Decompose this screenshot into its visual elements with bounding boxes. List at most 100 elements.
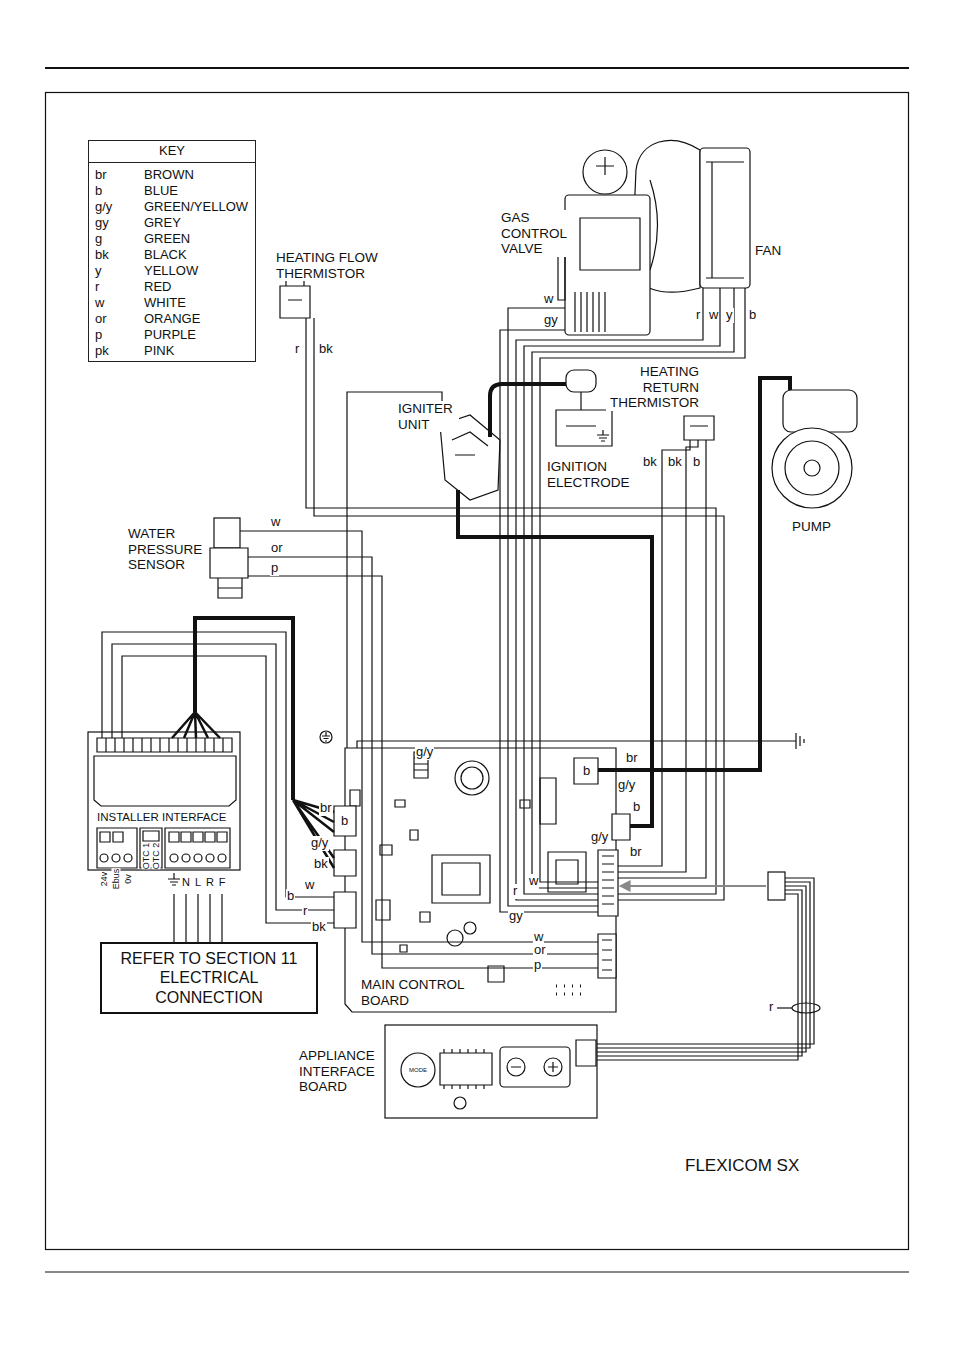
display-panel — [500, 1047, 570, 1087]
fan-detail — [650, 162, 744, 278]
wire-colour-label: r — [512, 884, 518, 899]
legend-cell: w — [94, 296, 105, 311]
pump-body — [772, 428, 852, 508]
terminal-screw — [206, 854, 214, 862]
part-label: GAS CONTROL VALVE — [500, 210, 574, 257]
wire-colour-label: b — [748, 308, 757, 323]
wire-colour-label: b — [286, 889, 295, 904]
part-label: MAIN CONTROL BOARD — [360, 977, 472, 1008]
plug-in-arrowhead — [620, 881, 630, 891]
board-capacitor — [464, 922, 476, 934]
pump-head — [783, 390, 857, 432]
wire-colour-label: bk — [311, 920, 327, 935]
terminal-screw — [218, 854, 226, 862]
interface-thin-wires — [102, 632, 334, 923]
legend-cell: or — [94, 312, 108, 327]
wire-colour-label: or — [270, 541, 284, 556]
part-label: PUMP — [791, 519, 832, 535]
ribbon-connector — [768, 872, 785, 900]
part-label: APPLIANCE INTERFACE BOARD — [298, 1048, 384, 1095]
wire-colour-label: w — [304, 878, 315, 893]
board-capacitor — [461, 767, 483, 789]
wire-colour-label: gy — [508, 909, 524, 924]
plug-in-arrow — [628, 885, 766, 887]
wire — [173, 894, 174, 942]
main-board-outline — [345, 748, 616, 1012]
reset-button — [454, 1097, 466, 1109]
mode-button — [401, 1053, 435, 1087]
wire-colour-label: b — [632, 800, 641, 815]
pump-detail — [804, 460, 820, 476]
legend-cell: r — [94, 280, 100, 295]
wire-colour-label: bk — [667, 455, 683, 470]
terminal-screw — [124, 854, 132, 862]
wire-colour-label: r — [294, 342, 300, 357]
part-label: HEATING RETURN THERMISTOR — [606, 364, 700, 411]
legend-cell: g — [94, 232, 103, 247]
wire-colour-label: br — [625, 751, 639, 766]
interface-mains-cores — [172, 712, 334, 868]
wire-colour-label: g/y — [415, 745, 434, 760]
terminal-label: F — [219, 877, 226, 888]
legend-cell: YELLOW — [143, 264, 199, 279]
board-capacitor — [447, 930, 463, 946]
model-name: FLEXICOM SX — [684, 1156, 800, 1176]
wire-colour-label: y — [725, 308, 734, 323]
terminal-label: N — [182, 877, 190, 888]
legend-cell: br — [94, 168, 108, 183]
return-thermistor — [684, 416, 714, 440]
earth-symbol — [320, 731, 332, 743]
terminal-label: R — [206, 877, 214, 888]
wire — [185, 894, 186, 942]
ignition-electrode — [556, 392, 612, 446]
wire-colour-label: g/y — [590, 830, 609, 845]
part-label: WATER PRESSURE SENSOR — [127, 526, 209, 573]
wire-colour-label: br — [629, 845, 643, 860]
terminal-screw — [100, 854, 108, 862]
part-label: HEATING FLOW THERMISTOR — [275, 250, 389, 281]
terminal-screw — [182, 854, 190, 862]
interface-header-strip — [97, 738, 232, 752]
terminal-label: L — [195, 877, 201, 888]
legend-cell: BLUE — [143, 184, 179, 199]
wire-colour-label: gy — [543, 313, 559, 328]
fan-wires — [516, 288, 745, 900]
wire-colour-label: g/y — [617, 778, 636, 793]
button-label: MODE — [409, 1067, 427, 1073]
legend-cell: WHITE — [143, 296, 187, 311]
wire-colour-label: r — [768, 1000, 774, 1015]
box-heading: INSTALLER INTERFACE — [97, 811, 227, 824]
wire-colour-label: bk — [318, 342, 334, 357]
part-label: FAN — [754, 243, 782, 259]
legend-cell: GREY — [143, 216, 182, 231]
pump-cable — [598, 378, 790, 770]
wire-colour-label: b — [692, 455, 701, 470]
wire — [221, 894, 222, 942]
legend-cell: p — [94, 328, 103, 343]
board-capacitor — [455, 761, 489, 795]
wire-colour-label: w — [528, 874, 539, 889]
wire-colour-label: br — [319, 801, 333, 816]
wire — [197, 894, 198, 942]
box-heading: REFER TO SECTION 11 ELECTRICAL CONNECTIO… — [108, 949, 310, 1007]
header-rule — [45, 67, 909, 69]
interface-panel — [94, 756, 236, 806]
pressure-sensor-body — [210, 548, 248, 598]
legend-cell: bk — [94, 248, 110, 263]
igniter-mains-cable — [458, 490, 652, 826]
legend-cell: RED — [143, 280, 172, 295]
wire-colour-label: r — [302, 904, 308, 919]
wire-colour-label: r — [695, 308, 701, 323]
flow-thermistor-wires — [306, 318, 724, 900]
igniter-detail — [452, 432, 488, 455]
cable-marker — [792, 1003, 820, 1013]
ribbon-cable — [597, 878, 814, 1060]
earth-symbol — [322, 732, 330, 741]
part-label: IGNITER UNIT — [397, 401, 459, 432]
reference-note-box: REFER TO SECTION 11 ELECTRICAL CONNECTIO… — [100, 942, 318, 1014]
wire — [209, 894, 210, 942]
terminal-screw — [170, 854, 178, 862]
fan-motor — [700, 148, 750, 288]
appliance-interface-board — [385, 1025, 597, 1118]
wire-colour-label: g/y — [310, 836, 329, 851]
